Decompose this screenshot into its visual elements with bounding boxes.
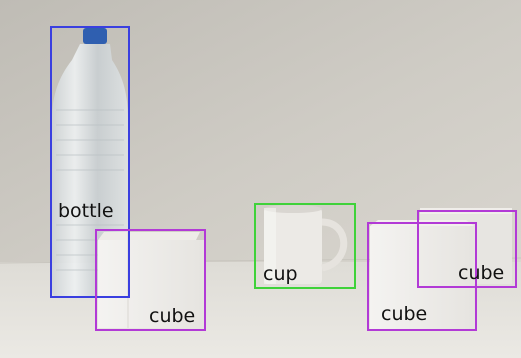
bbox-cube: cube <box>95 229 206 331</box>
bbox-label: cube <box>381 303 428 325</box>
bbox-label: bottle <box>58 200 114 222</box>
bbox-label: cube <box>458 262 505 284</box>
bbox-cube: cube <box>367 222 477 331</box>
bbox-label: cup <box>263 263 298 285</box>
cube-object-right-front <box>370 220 474 330</box>
bbox-bottle: bottle <box>50 26 130 298</box>
cup-object <box>264 205 348 284</box>
bbox-label: cube <box>149 305 196 327</box>
bbox-cup: cup <box>254 203 356 289</box>
bbox-cube: cube <box>417 210 517 288</box>
